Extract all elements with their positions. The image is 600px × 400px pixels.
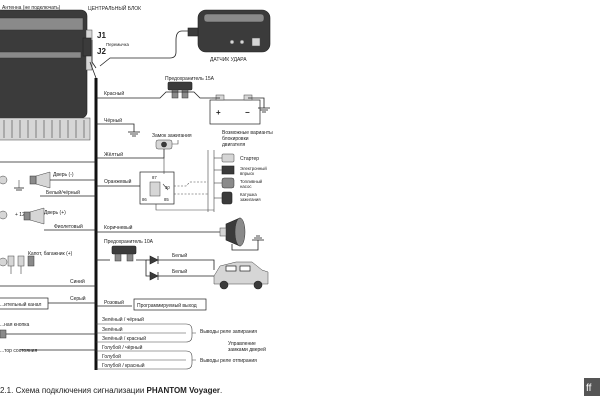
- extra-channel-box: [0, 297, 49, 310]
- shock-sensor-cable: [99, 30, 188, 67]
- blocking-coil-2: зажигания: [240, 197, 261, 202]
- wire-white-2-label: Белый: [172, 268, 187, 275]
- ignition-coil-icon: [214, 191, 233, 205]
- ground-icon: [128, 131, 140, 137]
- wire-blue-left-label: Синий: [70, 278, 85, 285]
- fuse-10a-label: Предохранитель 10А: [104, 239, 154, 245]
- jumper-label: Перемычка: [106, 42, 130, 47]
- wire-green-red-label: Зелёный / красный: [102, 335, 146, 342]
- wire-white-1: [158, 259, 215, 270]
- relay-unlock-label: Выводы реле отпирания: [200, 358, 257, 364]
- hood-trunk-switch-icon: [0, 255, 35, 267]
- wire-brown-label: Коричневый: [104, 224, 133, 231]
- fuse-15a-label: Предохранитель 15А: [165, 76, 215, 82]
- blocking-title-2: блокировки: [222, 136, 249, 142]
- wire-white-black-label: Белый/чёрный: [46, 189, 80, 196]
- battery-ground-wire: [248, 97, 265, 108]
- wire-green-black-label: Зелёный / чёрный: [102, 316, 144, 323]
- connector-pins: [3, 120, 85, 138]
- lock-bracket: [185, 323, 196, 343]
- relay-lock-label: Выводы реле запирания: [200, 329, 257, 335]
- wire-red-label: Красный: [104, 90, 124, 97]
- caption-brand: PHANTOM Voyager: [147, 386, 221, 395]
- siren-icon: [219, 217, 246, 247]
- antenna-label: Антенна (не подключать): [2, 5, 61, 11]
- diode-icon: [149, 255, 159, 265]
- push-button-icon: [0, 329, 7, 339]
- relay-pin-30: 30: [165, 185, 170, 190]
- svg-text:−: −: [245, 108, 250, 117]
- programmable-output-box: [133, 298, 207, 311]
- blocking-relay: 87 30 86 85: [139, 171, 175, 205]
- figure-caption: 2.1. Схема подключения сигнализации PHAN…: [0, 386, 222, 395]
- jumper-block: [82, 37, 92, 57]
- relay-pin-85: 85: [164, 197, 169, 202]
- button-label: ...ная кнопка: [0, 322, 30, 328]
- wire-blue-black-label: Голубой / чёрный: [102, 344, 143, 351]
- door-switch-minus-icon: [29, 171, 51, 189]
- corner-mark: ff: [586, 383, 592, 394]
- ground-icon: [252, 235, 264, 241]
- ignition-switch-label: Замок зажигания: [152, 133, 192, 139]
- lamp-icon: [0, 175, 8, 220]
- wire-blue-red-label: Голубой / красный: [102, 362, 145, 369]
- unlock-bracket: [185, 350, 196, 370]
- relay-pin-87: 87: [152, 175, 157, 180]
- blocking-injection-1: Электронный: [240, 166, 267, 171]
- door-plus-label: Дверь (+): [44, 210, 66, 216]
- wire-violet-label: Фиолетовый: [54, 223, 83, 230]
- blocking-starter: Стартер: [240, 156, 259, 162]
- wire-yellow-label: Жёлтый: [104, 151, 123, 158]
- blocking-title-1: Возможные варианты: [222, 130, 273, 136]
- blocking-fuel-pump-2: насос: [240, 184, 252, 189]
- wire-black-label: Чёрный: [104, 117, 122, 124]
- blocking-injection-2: впрыск: [240, 171, 254, 176]
- car-icon: [213, 261, 269, 290]
- jumper-j2: J2: [97, 47, 106, 56]
- shock-sensor-label: ДАТЧИК УДАРА: [210, 57, 247, 63]
- wire-gray-label: Серый: [70, 295, 86, 302]
- blocking-title-3: двигателя: [222, 142, 246, 148]
- ground-icon: [258, 107, 270, 113]
- wire-pink-label: Розовый: [104, 299, 124, 306]
- battery: + −: [209, 94, 261, 125]
- blocking-fuel-pump-1: Топливный: [240, 179, 263, 184]
- door-locks-label-2: замками дверей: [228, 346, 266, 353]
- wire-white-1-label: Белый: [172, 252, 187, 259]
- shock-sensor: [187, 9, 271, 53]
- fuse-10a: [111, 245, 137, 262]
- fuel-pump-icon: [214, 177, 235, 189]
- wire-orange-label: Оранжевый: [104, 178, 132, 185]
- ignition-switch-icon: [155, 139, 173, 150]
- central-unit-title: ЦЕНТРАЛЬНЫЙ БЛОК: [88, 4, 141, 12]
- extra-channel-label: ...ительный канал: [0, 301, 41, 308]
- door-minus-label: Дверь (-): [53, 172, 74, 178]
- svg-text:+: +: [216, 108, 221, 117]
- wire-blue-label: Голубой: [102, 353, 121, 360]
- jumper-j1: J1: [97, 31, 106, 40]
- blocking-coil-1: Катушка: [240, 192, 257, 197]
- caption-prefix: 2.1. Схема подключения сигнализации: [0, 386, 147, 395]
- central-unit: [0, 9, 93, 141]
- ground-icon: [14, 187, 24, 191]
- fuse-15a: [167, 81, 193, 99]
- wire-black: [96, 123, 135, 132]
- door-switch-plus-icon: [23, 207, 45, 225]
- hood-trunk-label: Капот, багажник (+): [28, 251, 73, 257]
- caption-suffix: .: [220, 386, 222, 395]
- wire-green-label: Зелёный: [102, 326, 123, 333]
- wire-red: [96, 91, 212, 99]
- door-locks-label-1: Управление: [228, 341, 256, 347]
- corner-badge: [584, 378, 600, 396]
- diode-icon: [149, 271, 159, 281]
- status-led-label: ...тор состояния: [0, 348, 37, 354]
- plus-12v-label: + 12В: [15, 212, 29, 218]
- starter-icon: [214, 153, 235, 163]
- relay-pin-86: 86: [142, 197, 147, 202]
- programmable-output-label: Программируемый выход: [137, 302, 197, 309]
- injection-icon: [214, 165, 235, 175]
